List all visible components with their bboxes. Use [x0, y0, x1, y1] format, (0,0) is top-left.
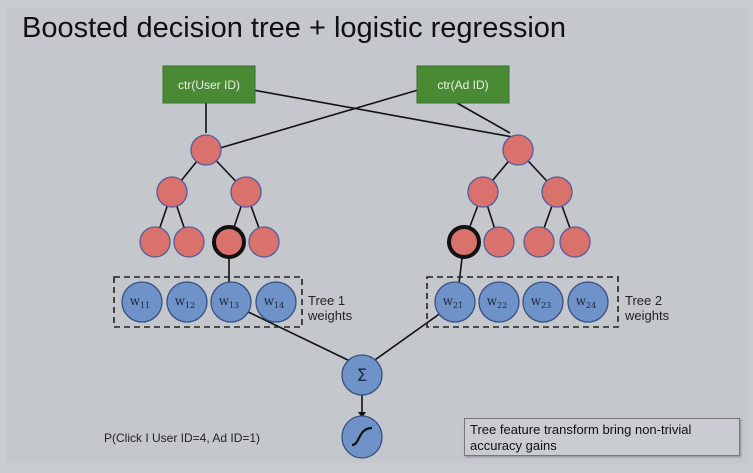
feature-label-user-id: ctr(User ID)	[178, 78, 240, 92]
tree1-root-node	[190, 134, 222, 166]
slide-title: Boosted decision tree + logistic regress…	[22, 12, 567, 44]
probability-label: P(Click I User ID=4, Ad ID=1)	[104, 431, 261, 445]
sum-node	[341, 354, 383, 396]
tree1-leaf	[248, 226, 280, 258]
tree1-node	[230, 176, 262, 208]
weight-label: w12	[175, 294, 195, 310]
feature-box-ad-id	[416, 65, 510, 104]
note-box: Tree feature transform bring non-trivial…	[464, 418, 740, 456]
tree1-leaf	[173, 226, 205, 258]
edge	[456, 102, 511, 134]
sigmoid-icon	[351, 426, 373, 447]
tree1-label-line: weights	[308, 308, 353, 323]
edge	[239, 307, 353, 363]
edge	[371, 309, 446, 363]
tree1-label-line: Tree 1	[308, 293, 346, 308]
tree1-weights-box	[113, 276, 303, 328]
tree2-label-line: Tree 2	[625, 293, 663, 308]
weight-node-w14	[255, 281, 297, 323]
weight-label: w23	[531, 294, 551, 310]
tree2-root-node	[502, 134, 534, 166]
sum-icon: Σ	[357, 366, 368, 386]
tree2-selected-leaf	[447, 225, 481, 259]
sigmoid-node	[341, 415, 383, 459]
weight-label: w24	[576, 294, 596, 310]
tree2-label-line: weights	[625, 308, 670, 323]
tree2-leaf	[483, 226, 515, 258]
weight-node-w12	[166, 281, 208, 323]
feature-label-ad-id: ctr(Ad ID)	[437, 78, 488, 92]
feature-box-user-id	[162, 65, 256, 104]
tree2-node	[467, 176, 499, 208]
weight-node-w23	[522, 281, 564, 323]
arrow-head-icon	[358, 412, 366, 418]
tree1-selected-leaf	[212, 225, 246, 259]
weight-node-w21	[434, 281, 476, 323]
edge	[219, 89, 419, 149]
weight-node-w13	[210, 281, 252, 323]
weight-label: w11	[130, 294, 150, 310]
weight-node-w22	[478, 281, 520, 323]
tree2-leaf	[559, 226, 591, 258]
weight-label: w14	[264, 294, 284, 310]
edge	[252, 89, 519, 139]
tree2-node	[541, 176, 573, 208]
weight-node-w24	[567, 281, 609, 323]
weight-label: w22	[487, 294, 507, 310]
tree2-weights-box	[426, 276, 619, 328]
tree1-node	[156, 176, 188, 208]
weight-node-w11	[121, 281, 163, 323]
tree2-leaf	[523, 226, 555, 258]
weight-label: w21	[443, 294, 463, 310]
weight-label: w13	[219, 294, 239, 310]
tree1-leaf	[139, 226, 171, 258]
